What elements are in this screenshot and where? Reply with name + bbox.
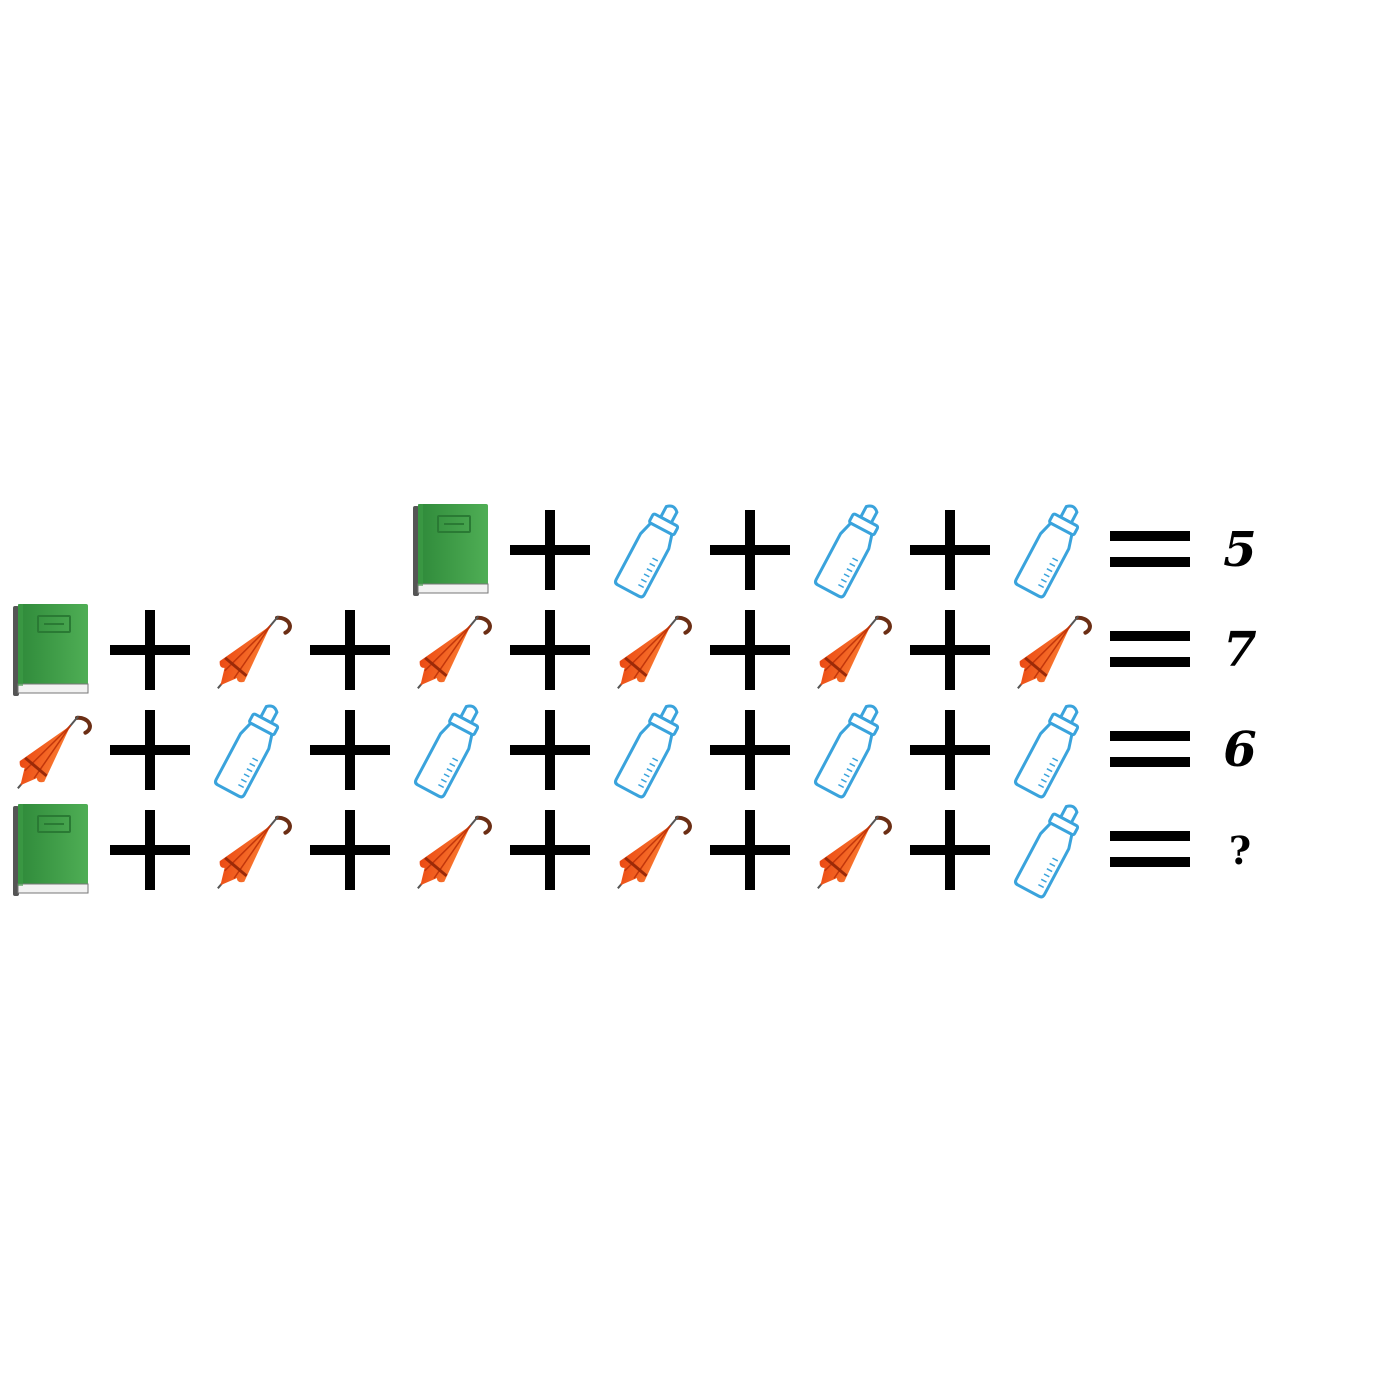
- equation-result: 5: [1223, 522, 1257, 578]
- green-book-icon: [400, 500, 500, 600]
- plus-sign: [900, 500, 1000, 600]
- plus-sign: [300, 600, 400, 700]
- plus-sign: [300, 800, 400, 900]
- plus-sign: [100, 700, 200, 800]
- closed-umbrella-icon: [800, 800, 900, 900]
- equation-result: 6: [1223, 722, 1257, 778]
- plus-sign: [700, 600, 800, 700]
- plus-sign: [500, 800, 600, 900]
- plus-sign: [500, 500, 600, 600]
- unknown-answer: ?: [1228, 827, 1252, 873]
- closed-umbrella-icon: [1000, 600, 1100, 700]
- plus-sign: [100, 800, 200, 900]
- plus-sign: [500, 700, 600, 800]
- equals-sign: [1100, 500, 1200, 600]
- baby-bottle-icon: [200, 700, 300, 800]
- closed-umbrella-icon: [200, 800, 300, 900]
- green-book-icon: [0, 800, 100, 900]
- equals-sign: [1100, 700, 1200, 800]
- plus-sign: [700, 700, 800, 800]
- equation-row: 7: [0, 600, 1400, 700]
- baby-bottle-icon: [800, 500, 900, 600]
- closed-umbrella-icon: [800, 600, 900, 700]
- equation-row: 6: [0, 700, 1400, 800]
- equation-row: ?: [0, 800, 1400, 900]
- closed-umbrella-icon: [600, 600, 700, 700]
- closed-umbrella-icon: [400, 800, 500, 900]
- plus-sign: [300, 700, 400, 800]
- baby-bottle-icon: [1000, 500, 1100, 600]
- baby-bottle-icon: [1000, 700, 1100, 800]
- equation-row: 5: [0, 500, 1400, 600]
- baby-bottle-icon: [1000, 800, 1100, 900]
- plus-sign: [100, 600, 200, 700]
- closed-umbrella-icon: [600, 800, 700, 900]
- equals-sign: [1100, 600, 1200, 700]
- baby-bottle-icon: [600, 700, 700, 800]
- green-book-icon: [0, 600, 100, 700]
- equals-sign: [1100, 800, 1200, 900]
- plus-sign: [900, 600, 1000, 700]
- baby-bottle-icon: [800, 700, 900, 800]
- plus-sign: [700, 800, 800, 900]
- baby-bottle-icon: [400, 700, 500, 800]
- plus-sign: [500, 600, 600, 700]
- plus-sign: [900, 700, 1000, 800]
- plus-sign: [700, 500, 800, 600]
- equation-result: 7: [1223, 622, 1257, 678]
- closed-umbrella-icon: [0, 700, 100, 800]
- closed-umbrella-icon: [400, 600, 500, 700]
- baby-bottle-icon: [600, 500, 700, 600]
- plus-sign: [900, 800, 1000, 900]
- closed-umbrella-icon: [200, 600, 300, 700]
